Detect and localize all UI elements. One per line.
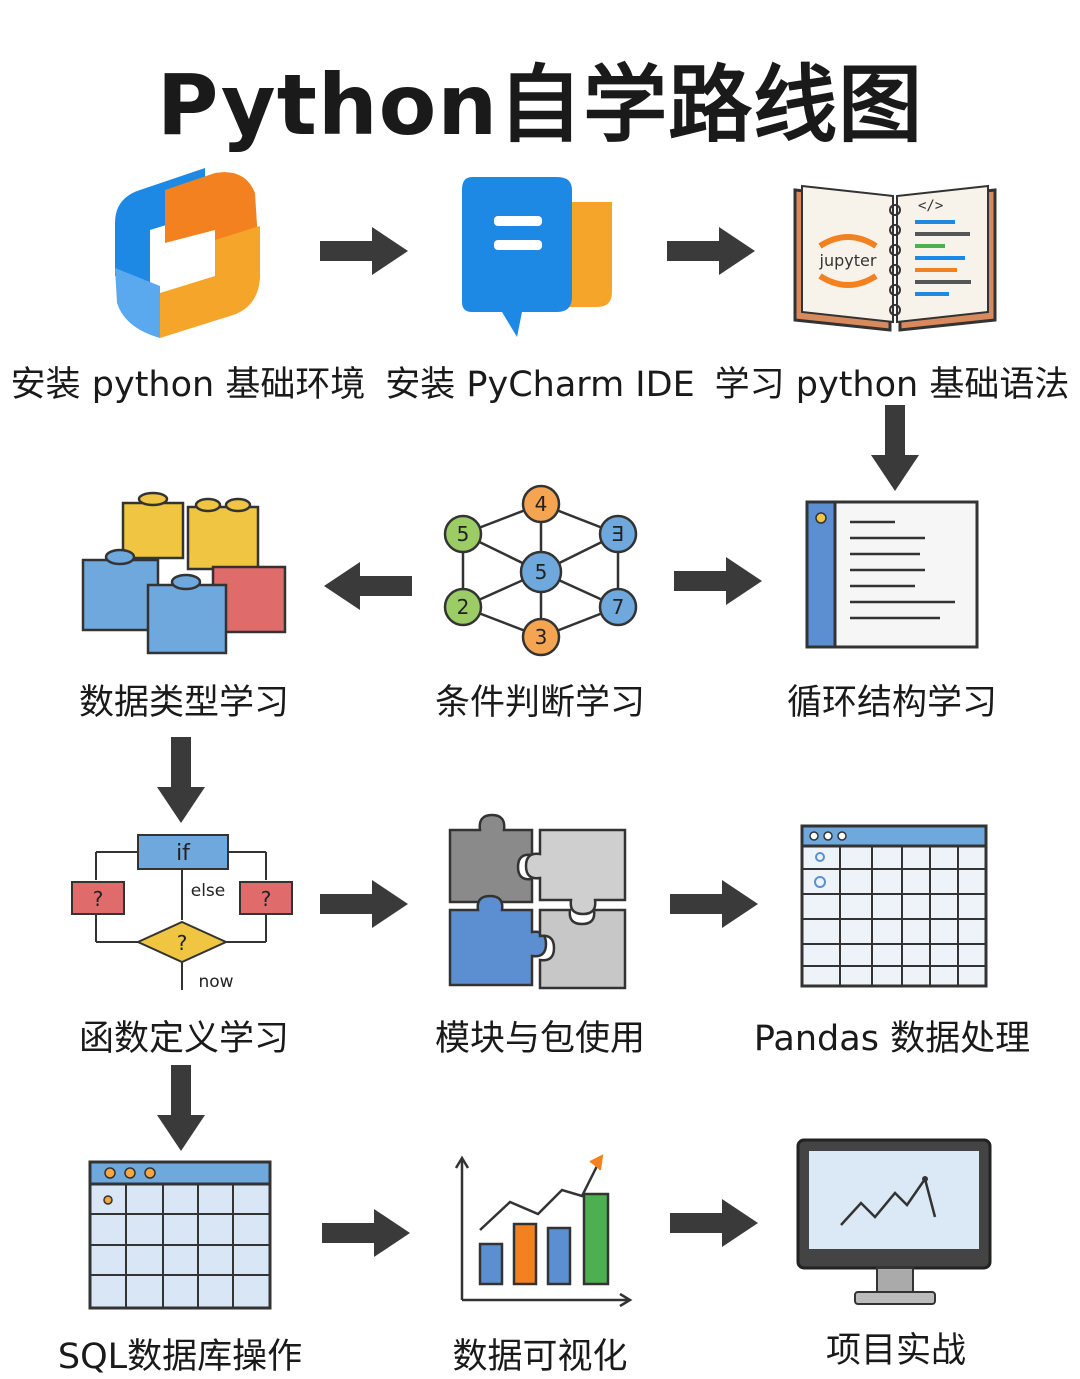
flow-if-text: if [176,841,191,866]
code-tag-text: </> [918,198,943,214]
arrow-right-7 [668,1197,760,1249]
jupyter-text: jupyter [819,251,877,270]
python-install-icon [95,168,275,338]
step-label-visualization: 数据可视化 [452,1337,628,1377]
flow-question-text: ? [177,931,188,955]
puzzle-pieces-icon [440,810,635,995]
flow-else-text: else [191,881,226,901]
arrow-down-3 [155,1063,207,1153]
arrow-right-3 [672,555,764,607]
step-label-data-types: 数据类型学习 [78,683,289,723]
arrow-down-2 [155,735,207,825]
graph-node-label: 3 [535,625,548,649]
flow-now-text: now [198,972,233,992]
step-label-install-python: 安装 python 基础环境 [10,365,366,405]
graph-node-label: 5 [457,522,470,546]
graph-node-label: 2 [457,595,470,619]
step-label-conditions: 条件判断学习 [434,683,645,723]
condition-graph-icon: 4 5 Ǝ 5 2 7 3 [438,482,643,660]
graph-node-label: Ǝ [612,522,625,546]
jupyter-notebook-icon: jupyter </> [790,180,1000,332]
step-label-loops: 循环结构学习 [786,683,997,723]
arrow-left-1 [322,560,414,612]
step-label-pandas: Pandas 数据处理 [753,1019,1031,1059]
arrow-right-2 [665,225,757,277]
flow-question-text: ? [261,887,272,911]
pycharm-icon [462,172,617,337]
building-blocks-icon [78,485,290,655]
step-label-project: 项目实战 [825,1331,966,1371]
step-label-modules: 模块与包使用 [434,1019,645,1059]
flow-question-text: ? [93,887,104,911]
graph-node-label: 5 [535,560,548,584]
arrow-right-1 [318,225,410,277]
arrow-down-1 [869,403,921,493]
graph-node-label: 4 [535,492,548,516]
arrow-right-6 [320,1207,412,1259]
database-table-icon [88,1160,273,1312]
visualization-chart-icon [450,1152,633,1308]
flowchart-icon: if else ? ? ? now [68,830,298,995]
page-title: Python自学路线图 [156,56,924,154]
arrow-right-4 [318,878,410,930]
graph-node-label: 7 [612,595,625,619]
spreadsheet-icon [800,824,988,989]
step-label-basic-syntax: 学习 python 基础语法 [714,365,1070,405]
step-label-functions: 函数定义学习 [78,1019,289,1059]
step-label-install-pycharm: 安装 PyCharm IDE [385,365,695,405]
step-label-sql: SQL数据库操作 [57,1337,303,1377]
monitor-project-icon [795,1137,995,1309]
code-document-icon [805,500,980,650]
arrow-right-5 [668,878,760,930]
